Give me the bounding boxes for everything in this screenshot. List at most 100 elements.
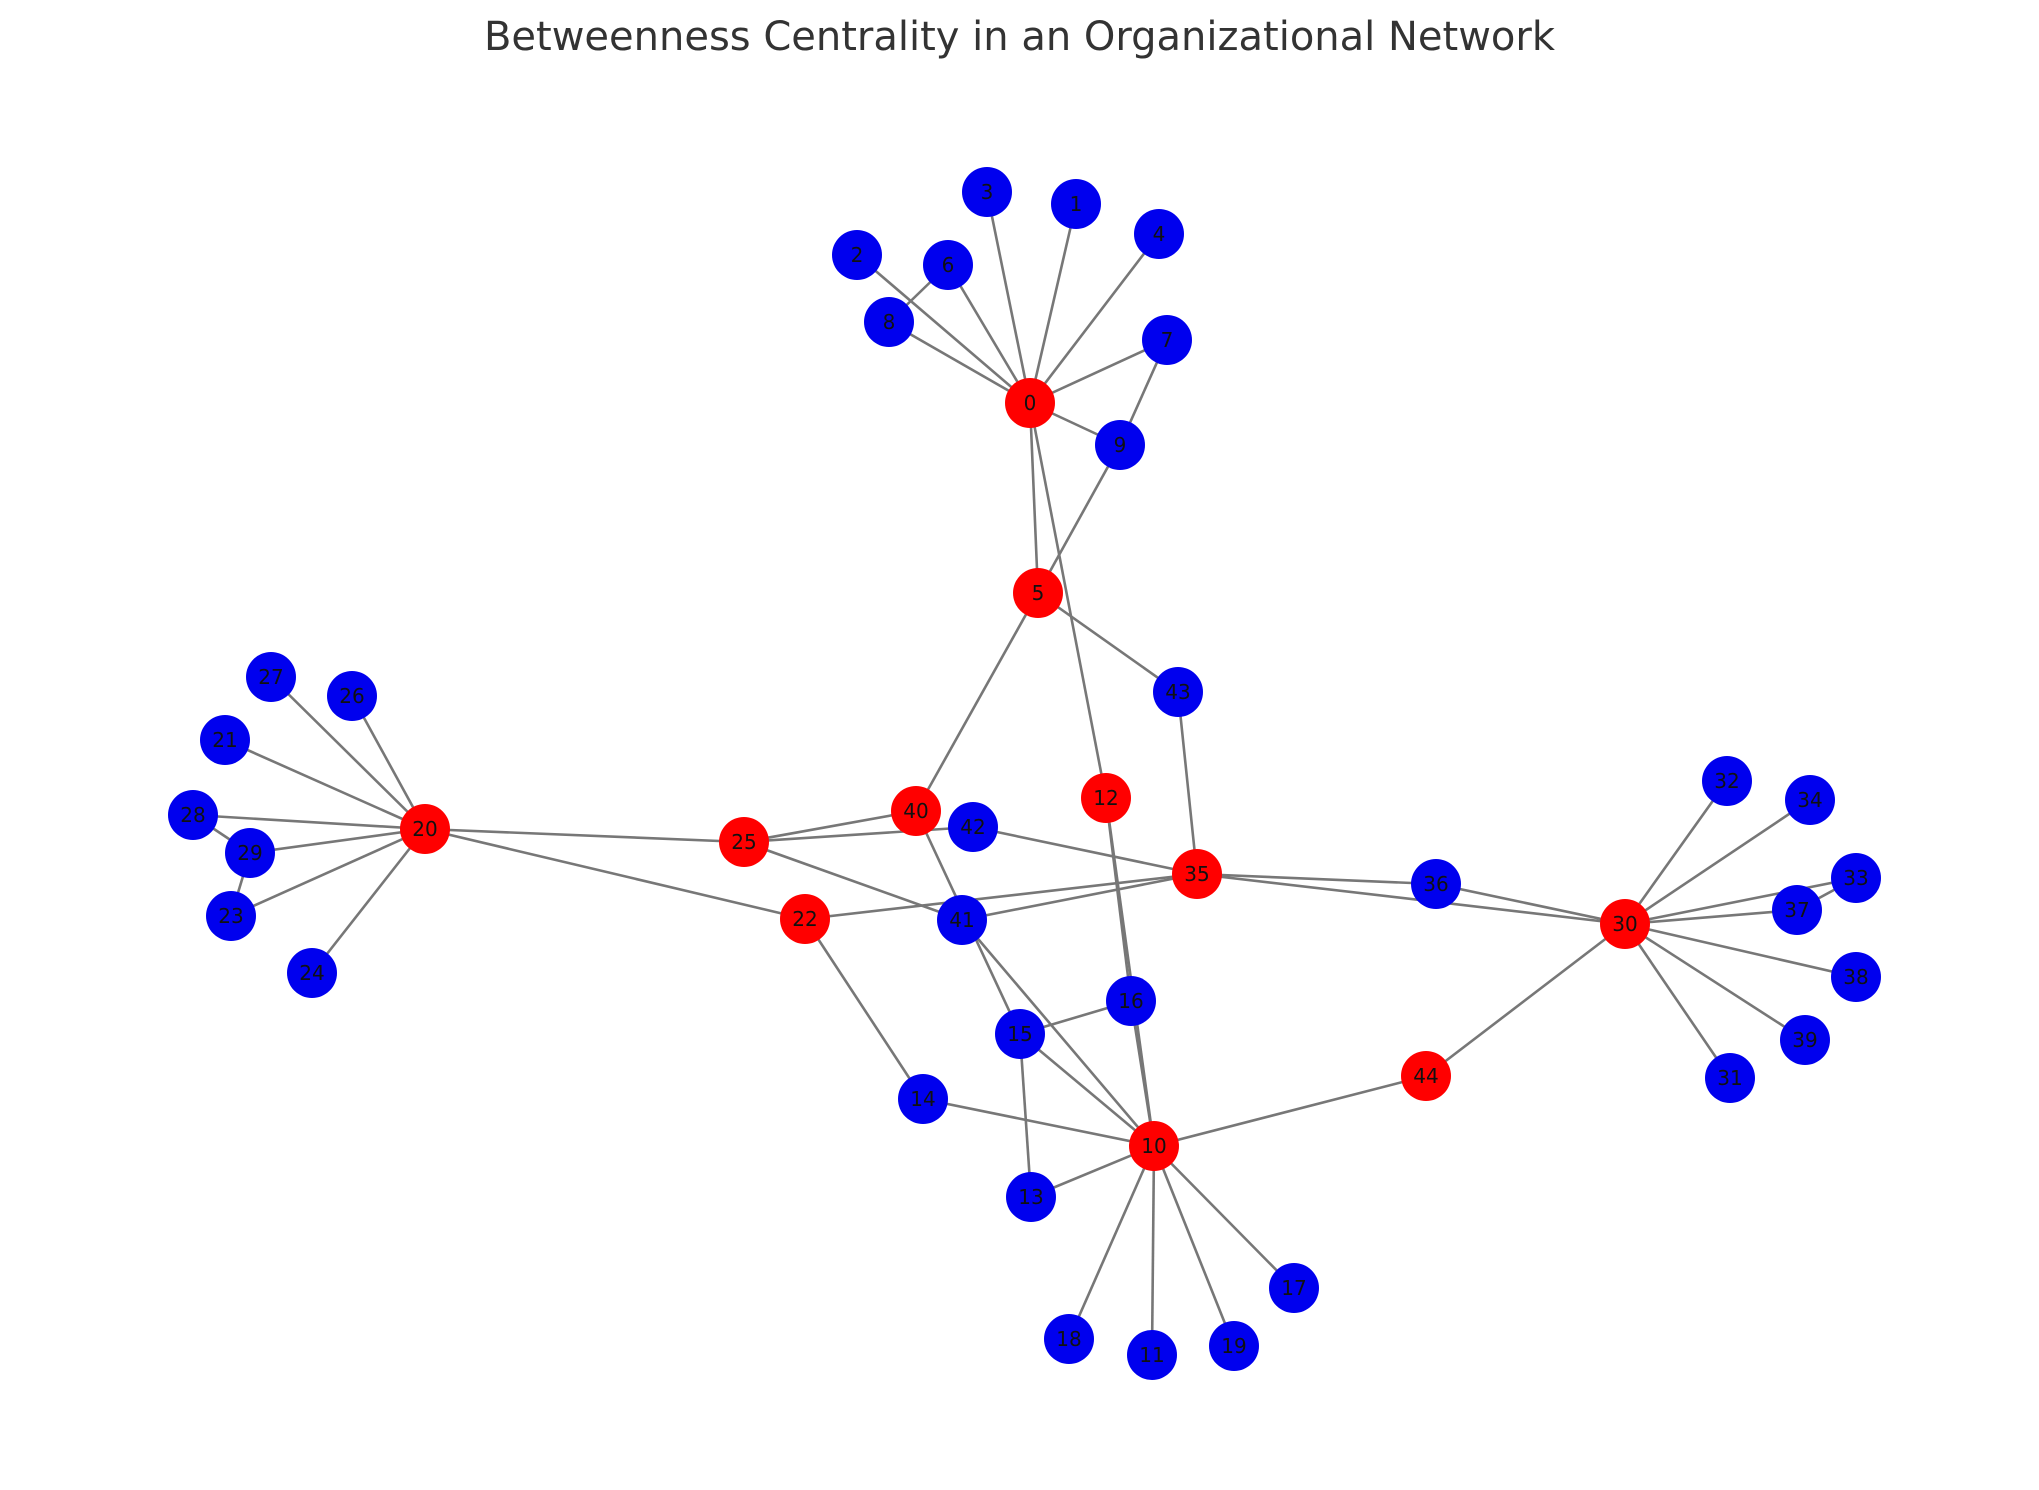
node-label: 3 — [981, 180, 994, 204]
node-label: 11 — [1139, 1343, 1164, 1367]
node-circle — [1785, 775, 1835, 825]
edge-20-27 — [270, 676, 426, 830]
edge-44-10 — [1153, 1074, 1427, 1148]
edge-35-36 — [1196, 872, 1437, 886]
edge-5-40 — [914, 592, 1040, 812]
node-circle — [225, 828, 275, 878]
node-label: 42 — [960, 815, 985, 839]
edge-20-22 — [424, 827, 806, 921]
node-circle — [1044, 1314, 1094, 1364]
node-circle — [1401, 1051, 1451, 1101]
node-label: 17 — [1281, 1276, 1306, 1300]
node-label: 10 — [1141, 1134, 1166, 1158]
node-label: 2 — [851, 243, 864, 267]
node-7: 7 — [1142, 315, 1192, 365]
node-label: 44 — [1413, 1064, 1438, 1088]
edge-25-41 — [743, 840, 963, 922]
node-circle — [1127, 1330, 1177, 1380]
node-36: 36 — [1411, 859, 1461, 909]
node-label: 5 — [1032, 581, 1045, 605]
node-25: 25 — [719, 817, 769, 867]
node-circle — [864, 297, 914, 347]
node-label: 39 — [1792, 1028, 1817, 1052]
diagram-title: Betweenness Centrality in an Organizatio… — [483, 14, 1556, 60]
node-22: 22 — [780, 894, 830, 944]
edge-20-29 — [249, 827, 426, 855]
node-circle — [898, 1074, 948, 1124]
node-label: 14 — [910, 1087, 935, 1111]
node-label: 29 — [237, 841, 262, 865]
edge-30-34 — [1624, 798, 1811, 926]
node-34: 34 — [1785, 775, 1835, 825]
node-29: 29 — [225, 828, 275, 878]
node-label: 31 — [1717, 1066, 1742, 1090]
node-1: 1 — [1051, 179, 1101, 229]
node-35: 35 — [1172, 849, 1222, 899]
node-label: 7 — [1161, 328, 1174, 352]
node-circle — [832, 230, 882, 280]
node-28: 28 — [168, 790, 218, 840]
node-label: 1 — [1070, 192, 1083, 216]
node-label: 43 — [1165, 680, 1190, 704]
node-label: 0 — [1024, 391, 1037, 415]
edge-30-33 — [1624, 876, 1857, 926]
node-8: 8 — [864, 297, 914, 347]
node-label: 34 — [1797, 788, 1822, 812]
node-circle — [962, 167, 1012, 217]
node-circle — [168, 790, 218, 840]
node-circle — [1269, 1263, 1319, 1313]
node-circle — [948, 802, 998, 852]
node-label: 37 — [1784, 898, 1809, 922]
node-circle — [1153, 667, 1203, 717]
node-circle — [1006, 1172, 1056, 1222]
edge-41-10 — [961, 919, 1155, 1147]
node-2: 2 — [832, 230, 882, 280]
edge-22-14 — [803, 918, 925, 1100]
edge-20-26 — [350, 695, 427, 830]
node-30: 30 — [1600, 899, 1650, 949]
node-label: 19 — [1221, 1334, 1246, 1358]
node-33: 33 — [1831, 853, 1881, 903]
edge-0-3 — [985, 191, 1032, 404]
edge-0-8 — [888, 320, 1031, 405]
edge-10-19 — [1152, 1145, 1236, 1347]
edge-0-12 — [1028, 402, 1108, 799]
node-31: 31 — [1705, 1053, 1755, 1103]
edge-30-44 — [1425, 922, 1626, 1078]
edge-10-15 — [1019, 1033, 1155, 1147]
node-26: 26 — [327, 671, 377, 721]
node-circle — [1129, 1121, 1179, 1171]
edge-20-21 — [224, 738, 426, 831]
node-23: 23 — [206, 891, 256, 941]
node-label: 23 — [218, 904, 243, 928]
node-4: 4 — [1134, 209, 1184, 259]
node-circle — [1831, 952, 1881, 1002]
edge-42-35 — [972, 825, 1198, 876]
node-label: 40 — [903, 799, 928, 823]
edge-30-39 — [1624, 922, 1806, 1042]
node-13: 13 — [1006, 1172, 1056, 1222]
edge-0-7 — [1029, 338, 1168, 405]
node-32: 32 — [1702, 756, 1752, 806]
node-41: 41 — [937, 895, 987, 945]
node-label: 4 — [1153, 222, 1166, 246]
node-circle — [937, 895, 987, 945]
node-circle — [206, 891, 256, 941]
node-40: 40 — [891, 786, 941, 836]
edge-10-11 — [1150, 1145, 1156, 1356]
node-circle — [1411, 859, 1461, 909]
edge-0-6 — [946, 264, 1032, 404]
node-label: 20 — [412, 817, 437, 841]
edge-10-14 — [922, 1097, 1155, 1148]
node-11: 11 — [1127, 1330, 1177, 1380]
node-circle — [1134, 209, 1184, 259]
node-label: 21 — [212, 728, 237, 752]
edge-20-28 — [192, 813, 426, 831]
node-circle — [1772, 885, 1822, 935]
node-label: 38 — [1843, 965, 1868, 989]
node-14: 14 — [898, 1074, 948, 1124]
node-20: 20 — [400, 804, 450, 854]
node-circle — [923, 240, 973, 290]
